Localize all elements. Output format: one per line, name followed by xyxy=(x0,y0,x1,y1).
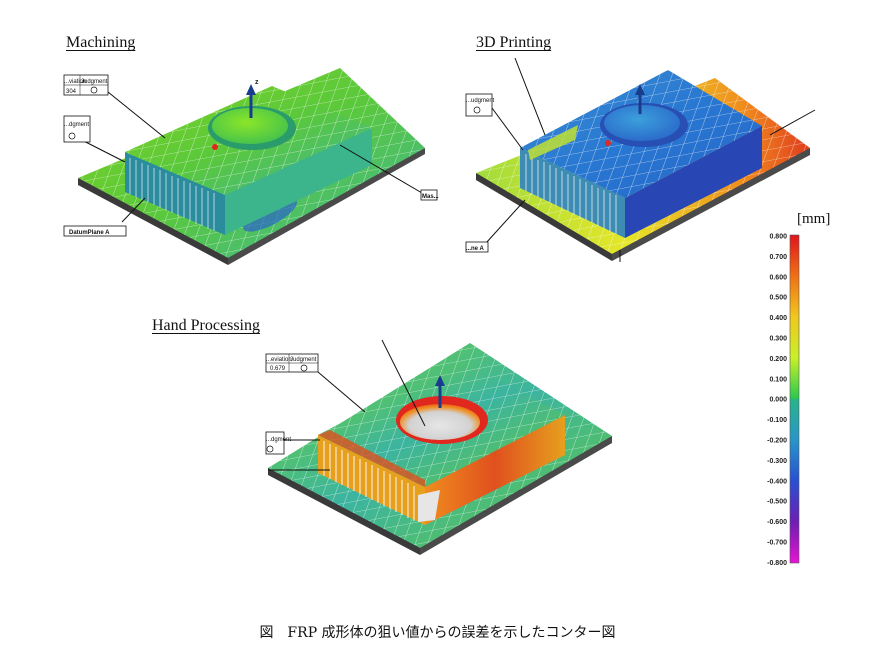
colorbar-tick-label: 0.200 xyxy=(769,356,787,363)
colorbar-tick-label: 0.000 xyxy=(769,397,787,404)
3d-printing-callouts: ...udgment ...ne A xyxy=(465,57,816,262)
callout-right: Mas... xyxy=(422,194,439,200)
panel-title-hand-processing: Hand Processing xyxy=(152,317,260,334)
colorbar-tick-label: -0.100 xyxy=(767,417,787,424)
colorbar-tick-label: -0.500 xyxy=(767,499,787,506)
colorbar-tick-label: 0.500 xyxy=(769,295,787,302)
colorbar: 0.800 0.700 0.600 0.500 0.400 0.300 0.200 0.100… xyxy=(767,234,800,567)
panel-title-machining: Machining xyxy=(66,34,136,51)
callout-datum: ...ne A xyxy=(466,246,484,252)
colorbar-tick-label: -0.400 xyxy=(767,478,787,485)
colorbar-tick-label: -0.200 xyxy=(767,438,787,445)
callout-side-header: ...dgment xyxy=(266,437,291,443)
panel-title-3d-printing: 3D Printing xyxy=(476,34,552,51)
colorbar-tick-label: -0.800 xyxy=(767,560,787,567)
machining-model: z xyxy=(78,68,425,265)
callout-side-header: ...udgment xyxy=(466,98,495,104)
colorbar-tick-label: -0.600 xyxy=(767,519,787,526)
colorbar-tick-label: 0.300 xyxy=(769,336,787,343)
colorbar-tick-label: -0.700 xyxy=(767,540,787,547)
figure-caption: 図 FRP 成形体の狙い値からの誤差を示したコンター図 xyxy=(259,625,616,641)
callout-value: 0.679 xyxy=(270,366,286,372)
colorbar-tick-label: -0.300 xyxy=(767,458,787,465)
callout-deviation-header: ...viation xyxy=(64,79,86,85)
callout-judgment-header: Judgment xyxy=(290,357,317,363)
3d-printing-model xyxy=(476,70,810,261)
machining-callouts: ...viation Judgment 304 ...dgment DatumP… xyxy=(63,74,439,237)
colorbar-tick-label: 0.700 xyxy=(769,254,787,261)
hand-processing-model xyxy=(268,343,612,555)
hand-processing-callouts: ...eviation Judgment 0.679 ...dgment xyxy=(265,339,426,471)
colorbar-unit: [mm] xyxy=(797,211,831,227)
colorbar-tick-label: 0.100 xyxy=(769,376,787,383)
callout-judgment-header: Judgment xyxy=(81,79,108,85)
colorbar-tick-label: 0.800 xyxy=(769,234,787,241)
callout-datum: DatumPlane A xyxy=(69,230,110,236)
colorbar-tick-label: 0.400 xyxy=(769,315,787,322)
callout-side-header: ...dgment xyxy=(64,122,89,128)
callout-value: 304 xyxy=(66,89,77,95)
callout-deviation-header: ...eviation xyxy=(266,357,292,363)
colorbar-tick-label: 0.600 xyxy=(769,274,787,281)
svg-text:z: z xyxy=(255,79,259,86)
